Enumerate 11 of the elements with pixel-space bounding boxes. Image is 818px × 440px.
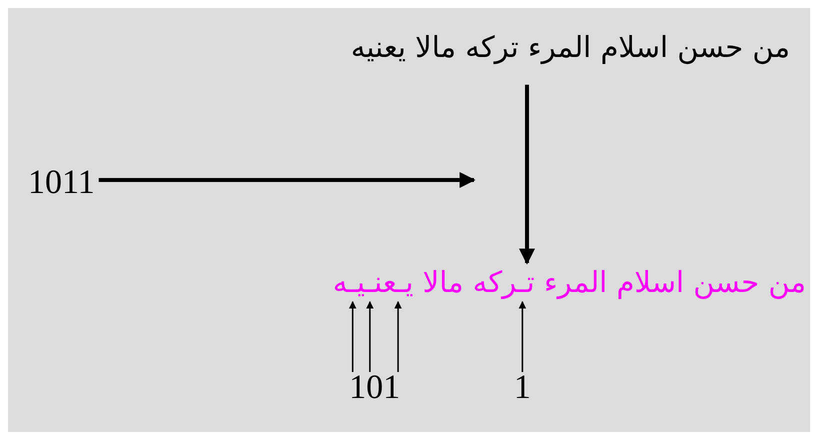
cover-text: من حسن اسلام المرء تركه مالا يعنيه [350, 30, 790, 65]
arrow [366, 301, 374, 372]
arrow [348, 301, 356, 372]
binary-number: 101 [349, 368, 400, 409]
arrow [519, 84, 535, 265]
binary-number: 1 [514, 368, 531, 409]
stego-text: من حسن اسلام المرء تـركه مالا يـعنـيـه [332, 265, 806, 300]
arrow [518, 301, 526, 372]
arrow [394, 301, 402, 372]
arrow [98, 172, 476, 188]
binary-number: 1011 [28, 163, 95, 204]
